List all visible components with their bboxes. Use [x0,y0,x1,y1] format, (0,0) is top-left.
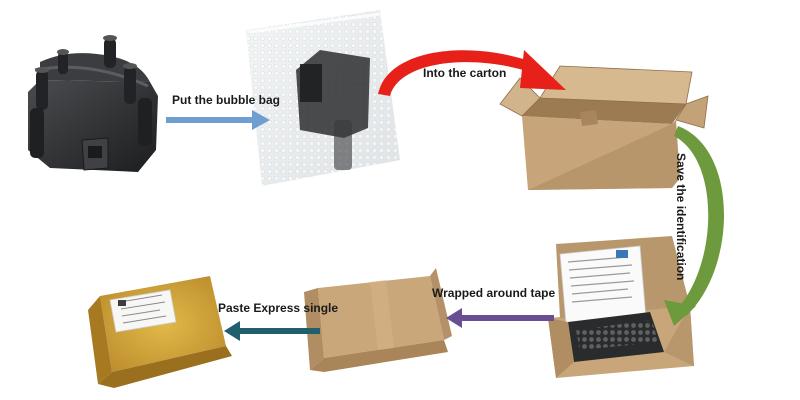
ignition-coil-image [28,35,158,172]
label-put-bubble-bag: Put the bubble bag [172,93,280,107]
carton-with-identification-image [548,236,694,378]
arrow-wrap [446,308,554,328]
open-carton-image [499,65,709,190]
label-save-identification: Save the identification [674,153,688,281]
arrow-bubble [166,110,270,130]
closed-carton-image [304,268,452,372]
arrow-paste [224,321,320,341]
parcel-with-waybill-image [88,276,232,388]
label-into-carton: Into the carton [423,66,507,80]
label-wrapped-tape: Wrapped around tape [432,286,556,300]
bubble-bag-image [246,10,400,186]
arrow-carton [378,50,566,96]
label-paste-express: Paste Express single [218,301,339,315]
arrow-save [664,126,725,326]
